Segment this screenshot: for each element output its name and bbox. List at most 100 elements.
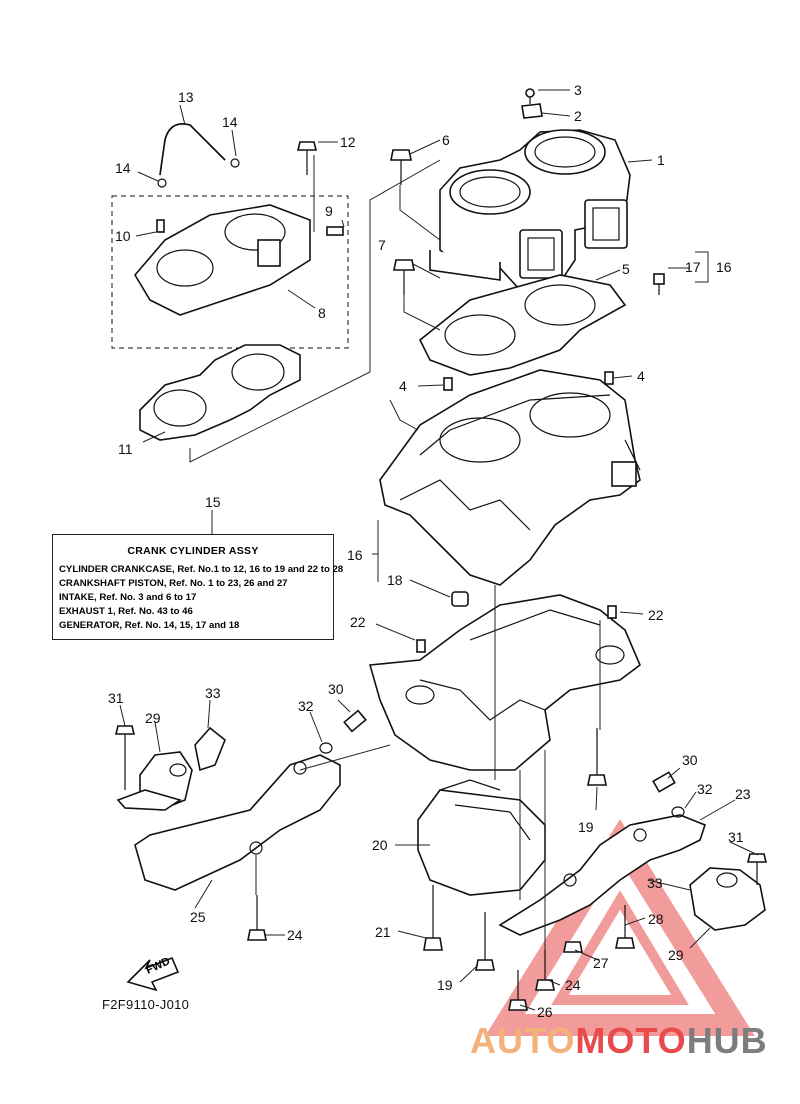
- bolt-17: [653, 273, 665, 295]
- dowel-pin-22b: [607, 605, 617, 619]
- callout-28: 28: [648, 911, 664, 927]
- callout-14b: 14: [115, 160, 131, 176]
- callout-22b: 22: [648, 607, 664, 623]
- callout-20: 20: [372, 837, 388, 853]
- screw-9: [326, 226, 344, 236]
- bolt-7: [393, 259, 415, 295]
- bolt-26: [508, 970, 528, 1011]
- callout-23: 23: [735, 786, 751, 802]
- intake-cover-part: [134, 204, 311, 316]
- bolt-27: [563, 941, 583, 953]
- callout-18: 18: [387, 572, 403, 588]
- dowel-pin-22a: [416, 639, 426, 653]
- rubber-mount-29: [116, 751, 193, 811]
- callout-22a: 22: [350, 614, 366, 630]
- callout-24b: 24: [565, 977, 581, 993]
- dowel-pin-4b: [604, 371, 614, 385]
- cylinder-gasket: [418, 274, 627, 376]
- callout-1: 1: [657, 152, 665, 168]
- dowel-pin-4a: [443, 377, 453, 391]
- callout-32b: 32: [697, 781, 713, 797]
- bolt-24b: [535, 950, 555, 991]
- callout-4a: 4: [399, 378, 407, 394]
- upper-crankcase-part: [379, 369, 641, 586]
- bolt-28: [615, 905, 635, 949]
- callout-11: 11: [118, 441, 133, 457]
- callout-17: 17: [685, 259, 701, 275]
- info-line-2: CRANKSHAFT PISTON, Ref. No. 1 to 23, 26 …: [59, 578, 288, 589]
- block-20-part: [417, 779, 546, 896]
- callout-9: 9: [325, 203, 333, 219]
- bolt-21: [423, 885, 443, 951]
- bolt-19a: [587, 728, 607, 786]
- bolt-30a: [343, 709, 367, 733]
- callout-6: 6: [442, 132, 450, 148]
- leader-lines: [119, 89, 759, 1011]
- callout-33a: 33: [205, 685, 221, 701]
- fwd-arrow-icon: FWD: [126, 955, 180, 992]
- callout-27: 27: [593, 955, 609, 971]
- assembly-reference-box: CRANK CYLINDER ASSY CYLINDER CRANKCASE, …: [52, 534, 344, 640]
- callout-16b: 16: [347, 547, 363, 563]
- intake-group-box: [111, 195, 349, 349]
- bolt-6: [390, 149, 412, 185]
- callout-21: 21: [375, 924, 391, 940]
- callout-32a: 32: [298, 698, 314, 714]
- bolt-31b: [746, 853, 768, 885]
- intake-gasket: [139, 344, 301, 441]
- bolt-31a: [114, 725, 136, 790]
- watermark-part-hub: HUB: [686, 1020, 768, 1061]
- washer-32a: [319, 742, 333, 754]
- info-line-1: CYLINDER CRANKCASE, Ref. No.1 to 12, 16 …: [59, 564, 344, 575]
- callout-29a: 29: [145, 710, 161, 726]
- callout-4b: 4: [637, 368, 645, 384]
- callout-2: 2: [574, 108, 582, 124]
- callout-19a: 19: [578, 819, 594, 835]
- callout-31a: 31: [108, 690, 124, 706]
- watermark-part-moto: MOTO: [575, 1020, 687, 1061]
- callout-14a: 14: [222, 114, 238, 130]
- pin-10: [156, 219, 165, 233]
- bolt-24a: [247, 895, 267, 941]
- clamp-14a: [157, 178, 167, 188]
- callout-8: 8: [318, 305, 326, 321]
- rubber-mount-29b: [689, 867, 766, 931]
- callout-19b: 19: [437, 977, 453, 993]
- washer-32b: [671, 806, 685, 818]
- assembly-title: CRANK CYLINDER ASSY: [127, 545, 259, 557]
- callout-26: 26: [537, 1004, 553, 1020]
- callout-15: 15: [205, 494, 221, 510]
- info-line-3: INTAKE, Ref. No. 3 and 6 to 17: [59, 592, 197, 603]
- engine-mount-plate-25: [134, 754, 341, 891]
- watermark-part-auto: AUTO: [470, 1020, 576, 1061]
- drawing-code: F2F9110-J010: [102, 997, 190, 1012]
- bolt-12: [296, 141, 318, 175]
- info-line-5: GENERATOR, Ref. No. 14, 15, 17 and 18: [59, 620, 240, 631]
- callout-7: 7: [378, 237, 386, 253]
- spacer-33a: [194, 726, 226, 772]
- callout-numbers: 1 2 3 4 4 5 6 7 8 9 10 11 12 13 14 14 15…: [108, 82, 751, 1020]
- clamp-14b: [230, 158, 240, 168]
- callout-10: 10: [115, 228, 131, 244]
- cylinder-part: [429, 129, 631, 291]
- callout-30a: 30: [328, 681, 344, 697]
- info-line-4: EXHAUST 1, Ref. No. 43 to 46: [59, 606, 193, 617]
- callout-16a: 16: [716, 259, 732, 275]
- watermark-triangle: [485, 819, 755, 1036]
- callout-29b: 29: [668, 947, 684, 963]
- callout-33b: 33: [647, 875, 663, 891]
- callout-25: 25: [190, 909, 206, 925]
- callout-13: 13: [178, 89, 194, 105]
- cap-part: [521, 88, 543, 119]
- callout-24a: 24: [287, 927, 303, 943]
- bushing-18: [451, 591, 469, 607]
- bolt-19b: [475, 912, 495, 971]
- callout-31b: 31: [728, 829, 744, 845]
- engine-mount-plate-23: [498, 814, 706, 936]
- callout-5: 5: [622, 261, 630, 277]
- lower-crankcase-part: [368, 594, 641, 771]
- callout-30b: 30: [682, 752, 698, 768]
- callout-3: 3: [574, 82, 582, 98]
- callout-12: 12: [340, 134, 356, 150]
